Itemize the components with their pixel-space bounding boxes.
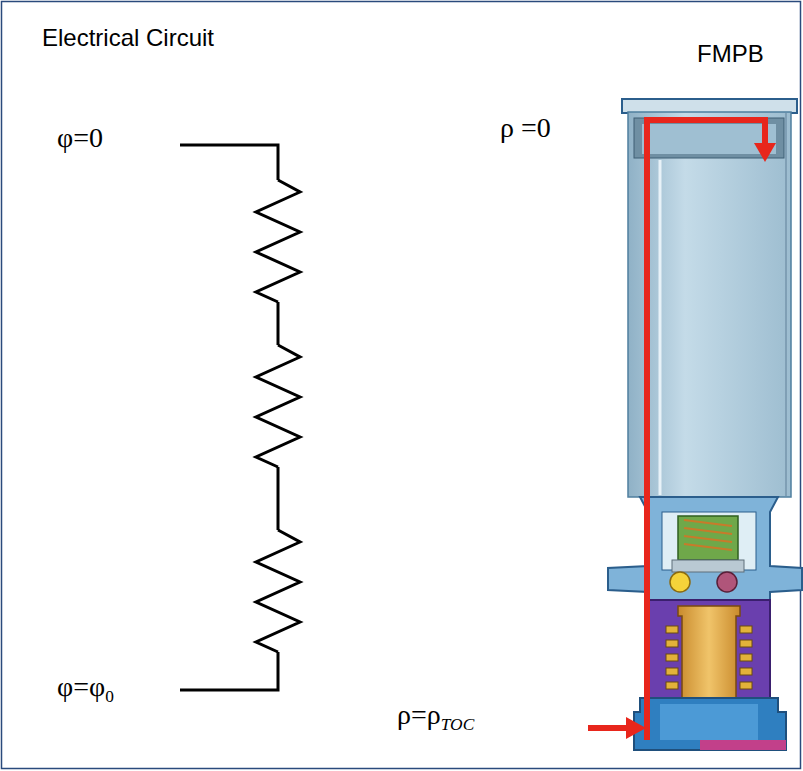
pressure-label: ρ =0 — [500, 112, 551, 144]
subscript: TOC — [441, 715, 474, 734]
resistor-circuit — [180, 145, 300, 690]
wire — [277, 302, 280, 345]
wire — [277, 467, 280, 530]
panel-heading: Electrical Circuit — [42, 24, 214, 52]
arrowhead — [754, 143, 776, 162]
resistor-symbol — [256, 530, 300, 652]
flow-arrow — [588, 120, 765, 740]
panel-heading: FMPB — [697, 40, 764, 68]
resistor-symbol — [256, 180, 300, 302]
potential-label: φ=0 — [57, 122, 103, 154]
resistor-symbol — [256, 345, 300, 467]
symbol-text: φ=φ — [57, 671, 105, 702]
pressure-label: ρ=ρTOC — [397, 699, 474, 735]
wire — [180, 145, 278, 180]
wire — [180, 652, 278, 690]
subscript: 0 — [105, 687, 114, 706]
arrowhead — [626, 717, 646, 739]
potential-label: φ=φ0 — [57, 671, 114, 707]
device-illustration — [608, 99, 802, 750]
symbol-text: ρ=ρ — [397, 699, 441, 730]
